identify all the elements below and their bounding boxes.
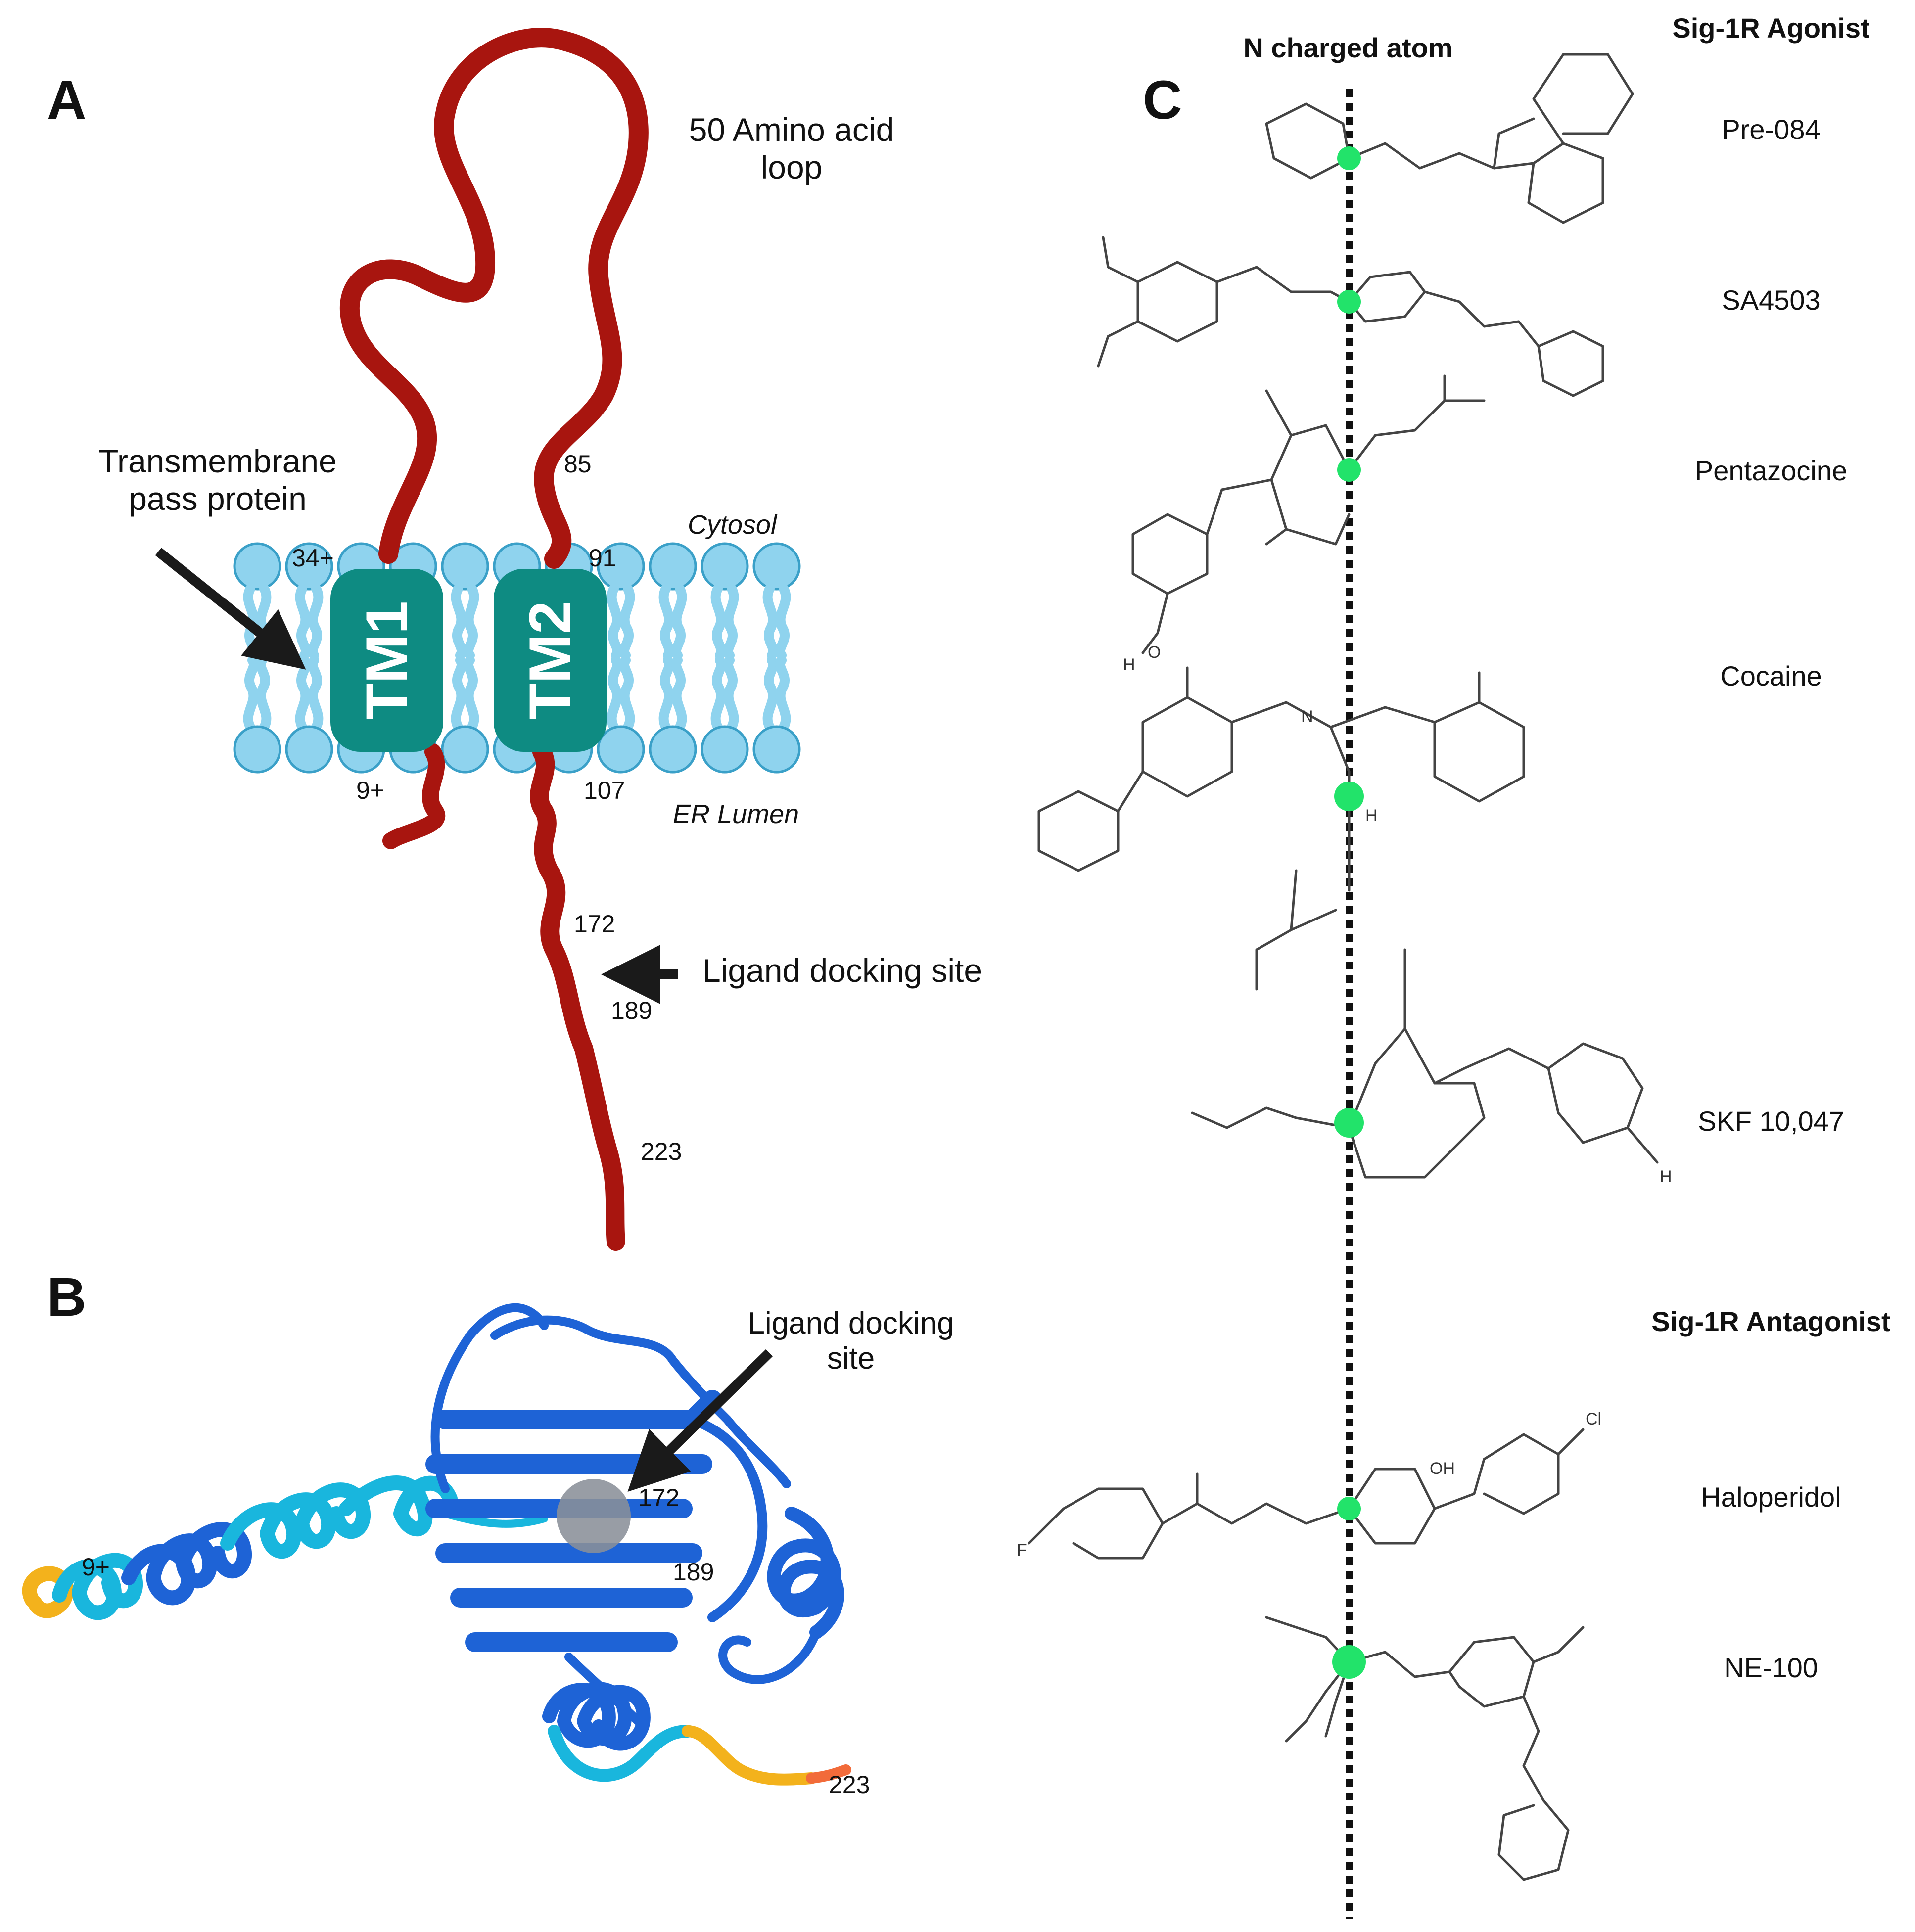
ligand-pocket [557, 1479, 631, 1553]
n-charged-atoms [1332, 146, 1366, 1679]
compound-pre-084: Pre-084 [1722, 114, 1821, 145]
atom-label-pentazocine-o: O [1148, 643, 1161, 662]
atom-label-cocaine-n: N [1301, 707, 1313, 726]
tm1-label: TM1 [354, 601, 420, 720]
transmembrane-label-line1: Transmembrane [98, 443, 337, 479]
protein-3d-structure [22, 1303, 851, 1786]
ligand-site-label-b-line2: site [827, 1341, 875, 1376]
ligand-site-label-a: Ligand docking site [702, 952, 982, 989]
atom-label-haloperidol-cl: Cl [1586, 1410, 1601, 1428]
compound-ne-100: NE-100 [1724, 1652, 1818, 1683]
molecule-skf10047 [1191, 948, 1659, 1179]
residue-34: 34+ [292, 544, 334, 572]
atom-label-cocaine-h: H [1365, 806, 1378, 825]
loop-label: 50 Amino acid loop [668, 111, 915, 186]
tm2-domain: TM2 [494, 569, 607, 752]
compound-haloperidol: Haloperidol [1701, 1481, 1841, 1513]
molecule-ne100 [1265, 1616, 1585, 1881]
molecule-haloperidol [1028, 1428, 1585, 1560]
residue-172: 172 [574, 910, 615, 938]
molecule-pentazocine [1131, 374, 1486, 654]
residue-189: 189 [611, 997, 653, 1024]
cytosol-label: Cytosol [688, 510, 777, 540]
n-charged-label: N charged atom [1243, 32, 1453, 63]
panel-label-a: A [47, 70, 87, 131]
ligand-site-label-b: Ligand docking site [727, 1306, 975, 1377]
residue-223: 223 [641, 1138, 682, 1165]
transmembrane-label: Transmembrane pass protein [74, 443, 361, 518]
panel-label-b: B [47, 1267, 87, 1328]
molecule-cocaine [1037, 666, 1525, 991]
loop-label-line2: loop [760, 148, 823, 185]
molecule-pre084 [1265, 53, 1634, 224]
atom-label-pentazocine-oh: H [1123, 655, 1135, 674]
residue-91: 91 [589, 544, 616, 572]
agonist-header: Sig-1R Agonist [1672, 12, 1870, 44]
residue-9: 9+ [356, 777, 385, 804]
transmembrane-label-line2: pass protein [129, 480, 307, 517]
transmembrane-arrow [155, 548, 306, 670]
ligand-site-label-b-line1: Ligand docking [747, 1306, 954, 1340]
sigma1r-protein-chain [339, 28, 649, 1251]
residue-b-223: 223 [829, 1771, 870, 1798]
tm2-label: TM2 [517, 601, 583, 720]
atom-label-haloperidol-f: F [1017, 1541, 1027, 1560]
compound-pentazocine: Pentazocine [1694, 455, 1848, 486]
atom-labels: H O OH Cl F H H N [1017, 643, 1672, 1560]
atom-label-skf-h: H [1660, 1167, 1672, 1186]
residue-b-9: 9+ [82, 1553, 110, 1581]
compound-cocaine: Cocaine [1720, 660, 1822, 691]
residue-85: 85 [564, 450, 592, 478]
loop-label-line1: 50 Amino acid [689, 111, 894, 148]
compound-skf-10047: SKF 10,047 [1698, 1105, 1844, 1137]
molecule-sa4503 [1097, 236, 1604, 397]
antagonist-header: Sig-1R Antagonist [1651, 1306, 1891, 1337]
panel-label-c: C [1143, 70, 1182, 131]
residue-107: 107 [584, 777, 625, 804]
ligand-site-arrow-b [627, 1349, 773, 1492]
residue-b-189: 189 [673, 1558, 714, 1586]
atom-label-haloperidol-oh: OH [1430, 1459, 1455, 1478]
er-lumen-label: ER Lumen [673, 799, 799, 829]
compound-sa4503: SA4503 [1722, 284, 1821, 316]
tm1-domain: TM1 [330, 569, 443, 752]
residue-b-172: 172 [638, 1484, 680, 1512]
